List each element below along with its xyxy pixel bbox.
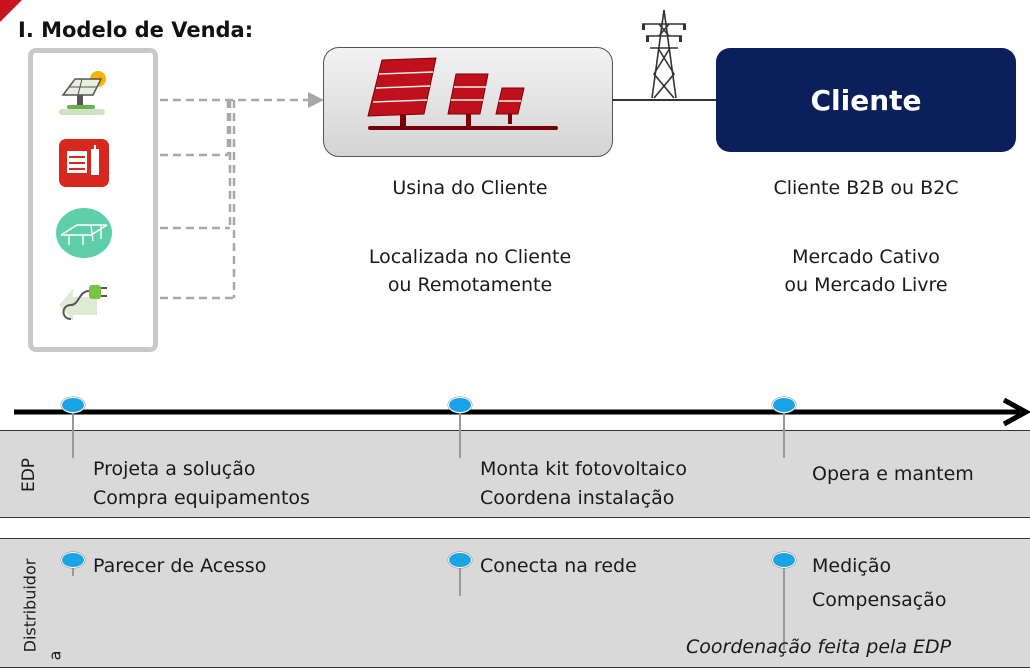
edp-step2-line2: Coordena instalação bbox=[480, 487, 675, 509]
dist-step2-connector bbox=[459, 560, 461, 596]
client-market-line1: Mercado Cativo bbox=[792, 246, 940, 268]
dist-step3-connector bbox=[783, 560, 785, 650]
section-title: I. Modelo de Venda: bbox=[18, 18, 254, 42]
edp-step1-line1: Projeta a solução bbox=[93, 458, 256, 480]
plant-caption: Usina do Cliente bbox=[392, 177, 548, 199]
dist-step3-line1: Medição bbox=[812, 555, 892, 577]
client-market-line2: ou Mercado Livre bbox=[784, 274, 948, 296]
plant-location-line1: Localizada no Cliente bbox=[368, 246, 572, 268]
timeline-dot-3 bbox=[772, 397, 796, 413]
distributor-band bbox=[0, 538, 1030, 668]
dist-dot-2 bbox=[448, 552, 472, 568]
client-box: Cliente bbox=[716, 48, 1016, 152]
coordination-note: Coordenação feita pela EDP bbox=[686, 636, 952, 658]
timeline-dot-1 bbox=[61, 397, 85, 413]
client-caption: Cliente B2B ou B2C bbox=[773, 177, 959, 199]
corner-accent bbox=[0, 0, 22, 22]
power-plug-icon bbox=[55, 275, 113, 331]
edp-step3-connector bbox=[783, 408, 785, 458]
inverter-icon bbox=[55, 135, 113, 191]
dashed-connectors bbox=[160, 92, 324, 300]
edp-step2-line1: Monta kit fotovoltaico bbox=[480, 458, 687, 480]
timeline-arrow bbox=[14, 397, 1030, 427]
distributor-band-label-suffix: a bbox=[45, 650, 65, 661]
timeline-dot-2 bbox=[448, 397, 472, 413]
mounting-structure-icon bbox=[55, 205, 113, 261]
edp-step3: Opera e mantem bbox=[812, 463, 974, 485]
dist-step1-connector bbox=[72, 560, 74, 576]
solar-array-icon bbox=[367, 57, 558, 130]
distributor-band-label: Distribuidor bbox=[20, 558, 40, 653]
dist-step1: Parecer de Acesso bbox=[93, 555, 267, 577]
dist-step2: Conecta na rede bbox=[480, 555, 637, 577]
edp-band bbox=[0, 430, 1030, 518]
plant-box bbox=[323, 47, 613, 157]
equipment-panel bbox=[28, 48, 158, 352]
dist-step3-line2: Compensação bbox=[812, 589, 947, 611]
plant-location-line2: ou Remotamente bbox=[387, 274, 553, 296]
transmission-tower-icon bbox=[612, 9, 716, 101]
solar-panel-icon bbox=[55, 65, 113, 121]
edp-step2-connector bbox=[459, 408, 461, 458]
edp-step1-line2: Compra equipamentos bbox=[93, 487, 310, 509]
dist-dot-1 bbox=[61, 552, 85, 568]
dist-dot-3 bbox=[772, 552, 796, 568]
edp-step1-connector bbox=[72, 408, 74, 458]
edp-band-label: EDP bbox=[19, 457, 39, 493]
